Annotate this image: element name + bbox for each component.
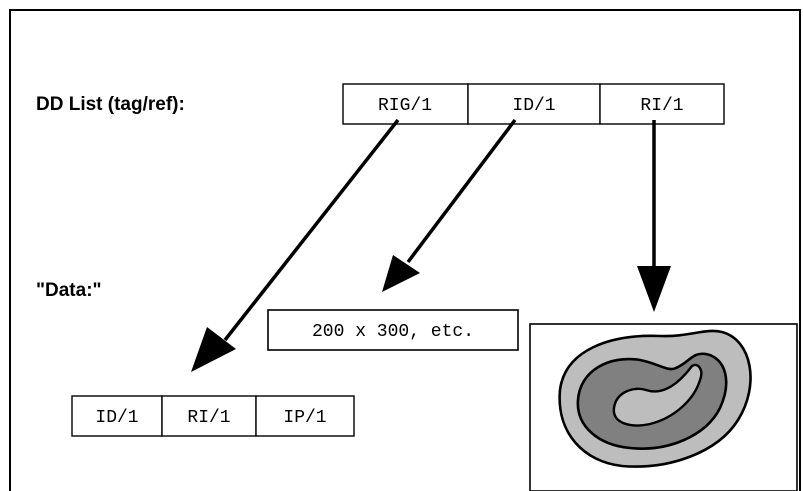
- dd-list-cell-ri: [599, 83, 725, 125]
- arrow-ri-to-image: [637, 120, 671, 312]
- arrow-ri-head: [637, 266, 671, 312]
- group-cell-ip: [255, 395, 355, 437]
- dd-list-cell-rig-text: RIG/1: [378, 96, 432, 116]
- dimension-record: 200 x 300, etc.: [267, 309, 519, 351]
- arrow-id-line: [406, 118, 517, 264]
- group-list: ID/1 RI/1 IP/1: [71, 395, 355, 437]
- raster-image-blob-icon: [558, 329, 752, 468]
- group-cell-id-text: ID/1: [95, 408, 138, 428]
- group-cell-ri: [161, 395, 257, 437]
- dd-list-cell-ri-text: RI/1: [640, 96, 683, 116]
- dd-list-cell-id: [467, 83, 601, 125]
- dd-list-cell-rig: [342, 83, 469, 125]
- dd-list: RIG/1 ID/1 RI/1: [342, 83, 725, 125]
- dd-list-label: DD List (tag/ref):: [36, 94, 185, 115]
- arrow-id-to-dimension: [382, 118, 517, 292]
- arrow-rig-line: [223, 118, 400, 342]
- dd-list-cell-id-text: ID/1: [512, 96, 555, 116]
- arrow-id-head: [382, 255, 420, 292]
- arrow-rig-head: [191, 327, 236, 372]
- dimension-box: [267, 309, 519, 351]
- arrow-rig-to-group: [191, 118, 400, 372]
- raster-image: [529, 323, 798, 491]
- group-cell-ri-text: RI/1: [187, 408, 230, 428]
- group-cell-ip-text: IP/1: [283, 408, 326, 428]
- data-label: "Data:": [36, 280, 102, 301]
- blob-hole-region: [612, 363, 703, 427]
- dimension-text: 200 x 300, etc.: [312, 322, 474, 342]
